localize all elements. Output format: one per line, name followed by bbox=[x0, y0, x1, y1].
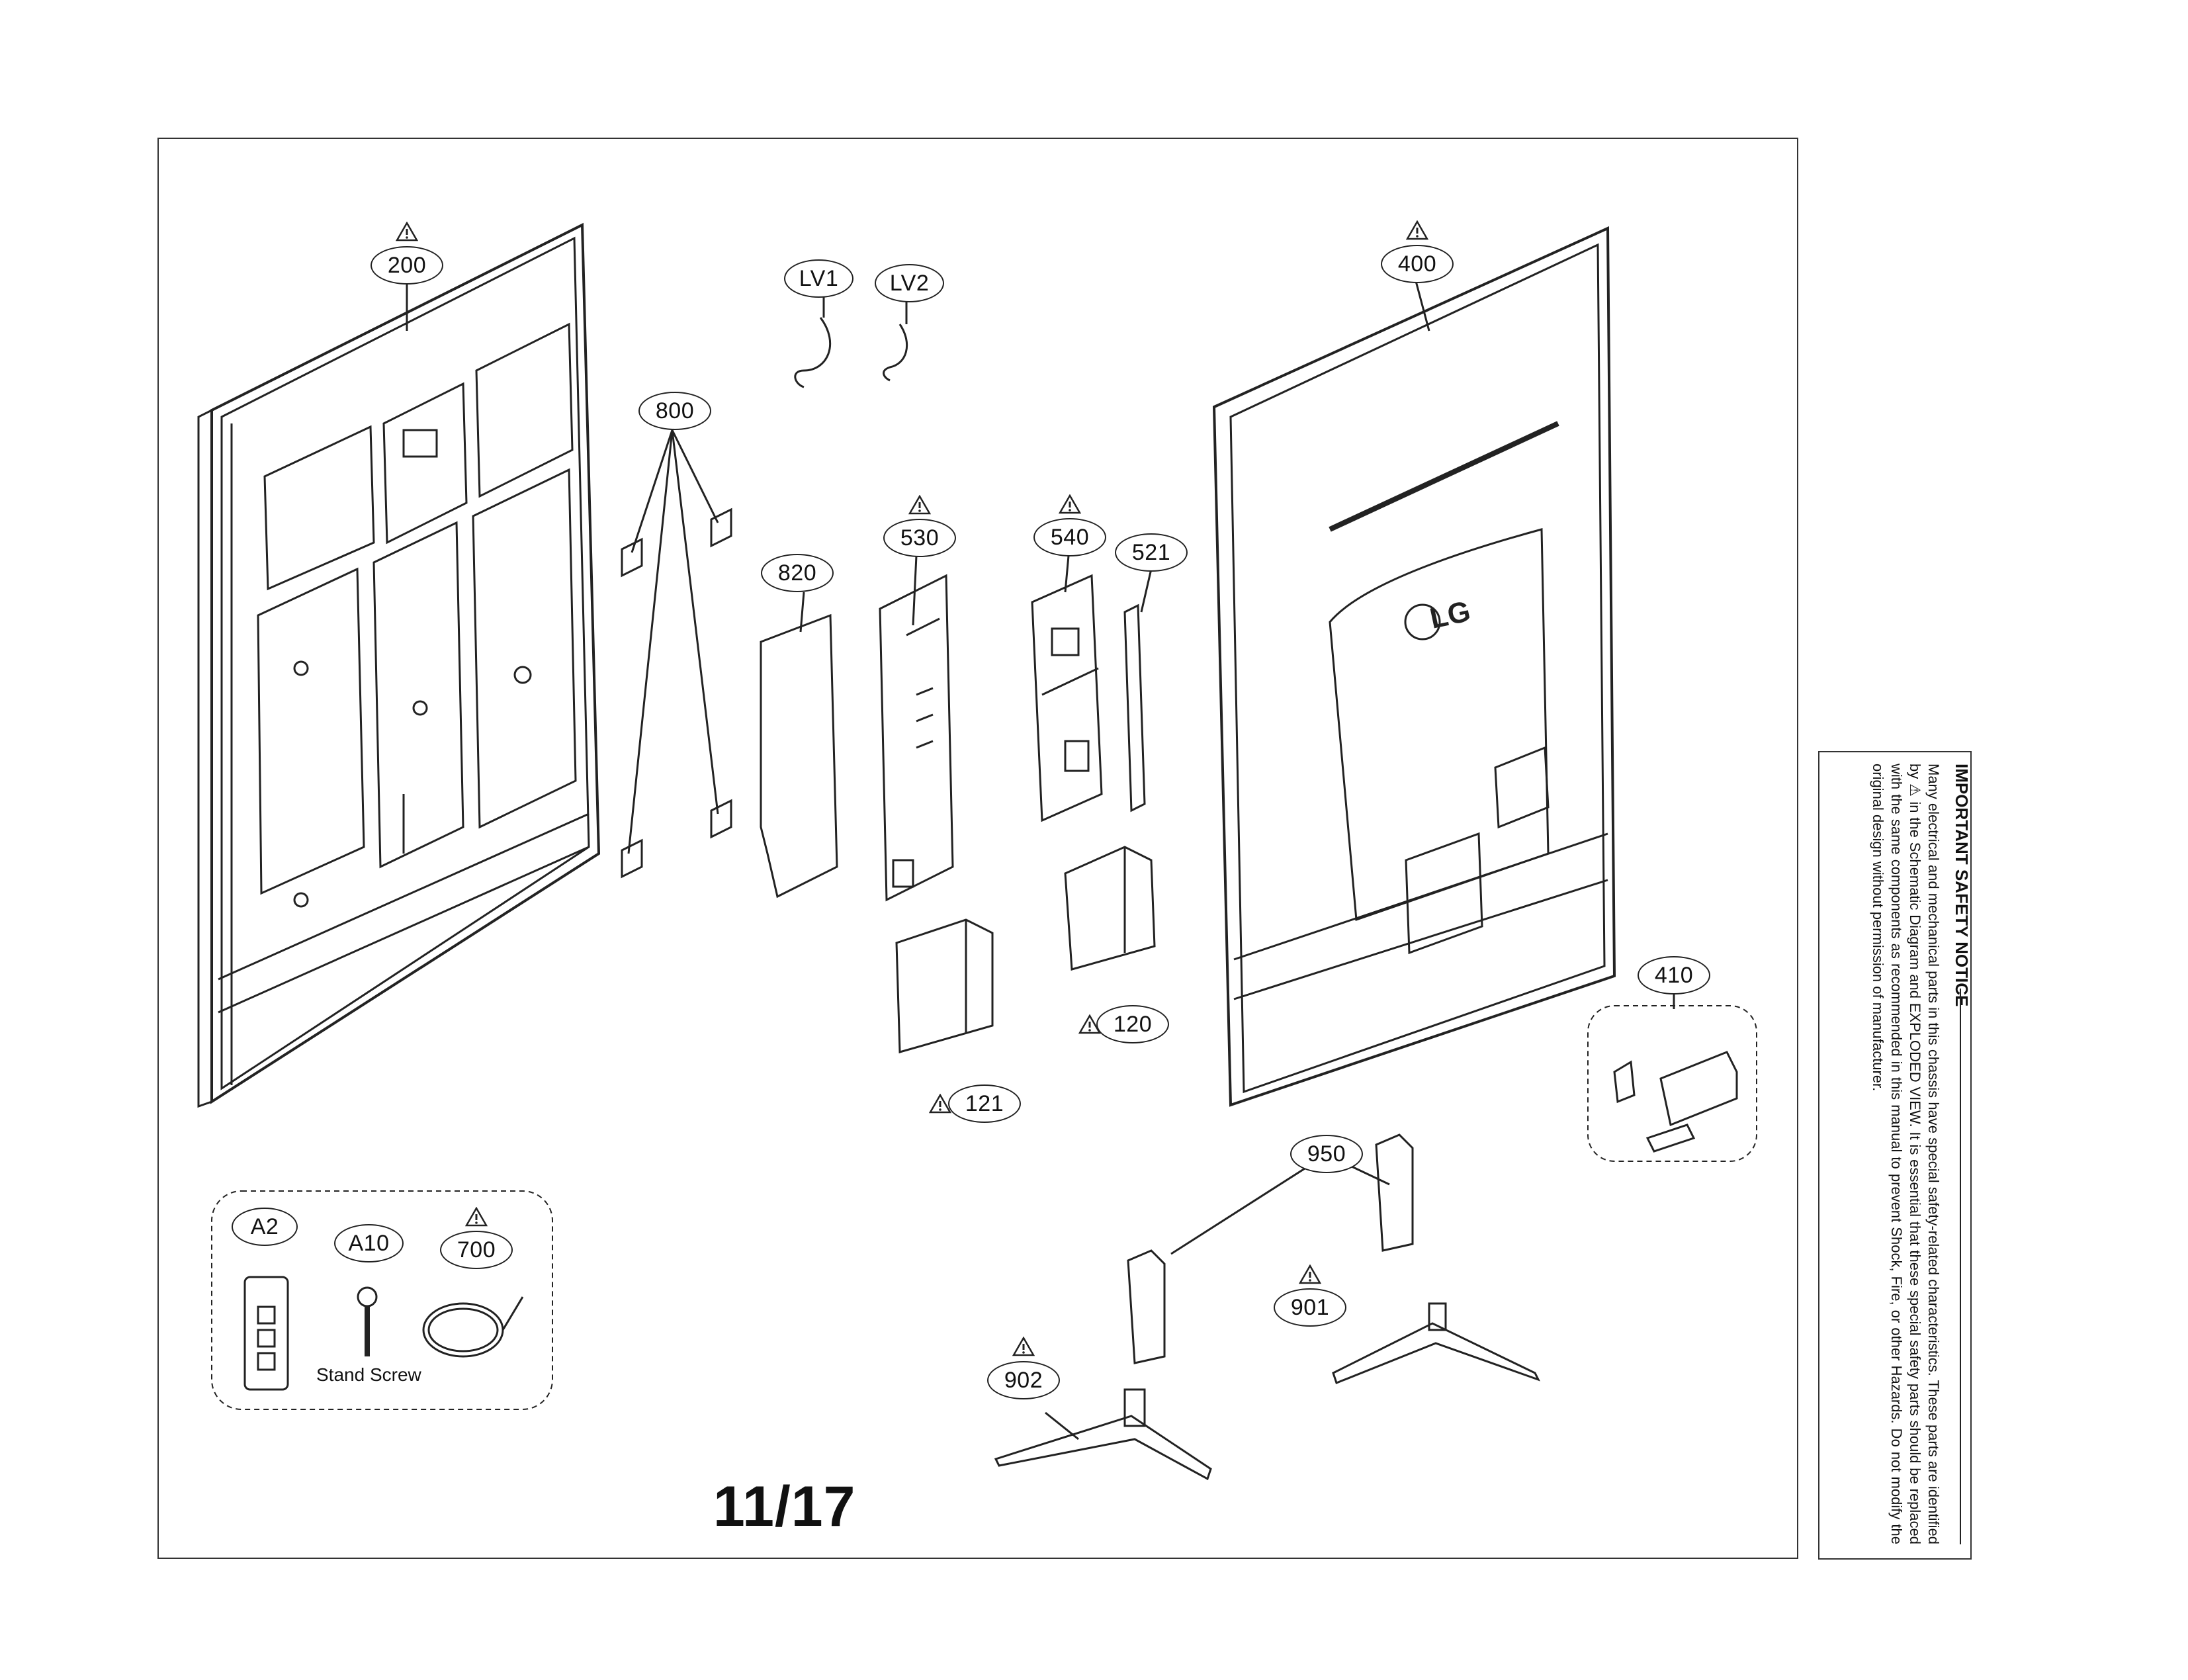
safety-notice-title-rule bbox=[1960, 989, 1961, 1544]
callout-121: 121 bbox=[948, 1084, 1021, 1123]
callout-400: 400 bbox=[1381, 245, 1454, 283]
warning-triangle-icon bbox=[1059, 494, 1081, 514]
part-121-drawing bbox=[895, 918, 994, 1053]
part-200-chassis-drawing bbox=[197, 222, 601, 1108]
callout-120: 120 bbox=[1096, 1005, 1169, 1043]
callout-950: 950 bbox=[1290, 1135, 1363, 1173]
callout-521: 521 bbox=[1115, 533, 1188, 572]
callout-lv1: LV1 bbox=[784, 259, 853, 298]
stand-screw-label: Stand Screw bbox=[316, 1364, 421, 1385]
callout-820: 820 bbox=[761, 554, 834, 592]
leader-530 bbox=[912, 555, 918, 626]
callout-700: 700 bbox=[440, 1231, 513, 1269]
safety-notice-body: Many electrical and mechanical parts in … bbox=[1870, 764, 1942, 1544]
part-lv2-cable-drawing bbox=[883, 324, 908, 382]
callout-901: 901 bbox=[1274, 1288, 1346, 1327]
warning-triangle-icon bbox=[929, 1094, 951, 1114]
part-410-group-drawing bbox=[1587, 1005, 1757, 1162]
part-820-sheet-drawing bbox=[760, 613, 838, 899]
warning-triangle-icon bbox=[396, 222, 418, 242]
callout-a2: A2 bbox=[232, 1208, 298, 1246]
page-number: 11/17 bbox=[713, 1475, 856, 1538]
callout-530: 530 bbox=[883, 519, 956, 557]
callout-410: 410 bbox=[1638, 956, 1710, 995]
warning-triangle-icon bbox=[465, 1207, 488, 1227]
leader-820 bbox=[799, 592, 805, 633]
safety-notice-title: IMPORTANT SAFETY NOTICE bbox=[1952, 764, 1972, 1007]
warning-triangle-icon bbox=[1078, 1014, 1101, 1034]
safety-notice-content: IMPORTANT SAFETY NOTICE Many electrical … bbox=[1818, 758, 1972, 1552]
diagram-frame bbox=[157, 138, 1798, 1559]
leader-540 bbox=[1064, 555, 1070, 593]
part-950-drawing bbox=[1127, 1133, 1414, 1364]
part-800-brackets-drawing bbox=[621, 429, 732, 879]
warning-triangle-icon bbox=[1012, 1337, 1035, 1356]
leader-400 bbox=[1415, 281, 1430, 332]
part-901-stand-drawing bbox=[1332, 1302, 1541, 1384]
part-400-back-cover-drawing bbox=[1212, 226, 1616, 1107]
warning-triangle-icon bbox=[908, 495, 931, 515]
part-lv1-cable-drawing bbox=[794, 317, 832, 388]
callout-200: 200 bbox=[371, 246, 443, 285]
callout-lv2: LV2 bbox=[875, 264, 944, 302]
callout-902: 902 bbox=[987, 1361, 1060, 1399]
part-902-stand-drawing bbox=[994, 1388, 1212, 1481]
part-120-drawing bbox=[1064, 846, 1156, 971]
part-530-board-drawing bbox=[879, 574, 954, 902]
part-540-board-drawing bbox=[1031, 574, 1103, 822]
callout-800: 800 bbox=[638, 392, 711, 430]
leader-521 bbox=[1140, 568, 1153, 613]
accessories-group-drawing bbox=[211, 1190, 553, 1410]
callout-540: 540 bbox=[1033, 518, 1106, 556]
callout-a10: A10 bbox=[334, 1224, 404, 1262]
part-521-drawing bbox=[1123, 603, 1146, 813]
warning-triangle-icon bbox=[1299, 1264, 1321, 1284]
safety-notice-box bbox=[1818, 751, 1972, 1560]
lg-logo: LG bbox=[1427, 595, 1473, 635]
warning-triangle-icon bbox=[1406, 220, 1428, 240]
